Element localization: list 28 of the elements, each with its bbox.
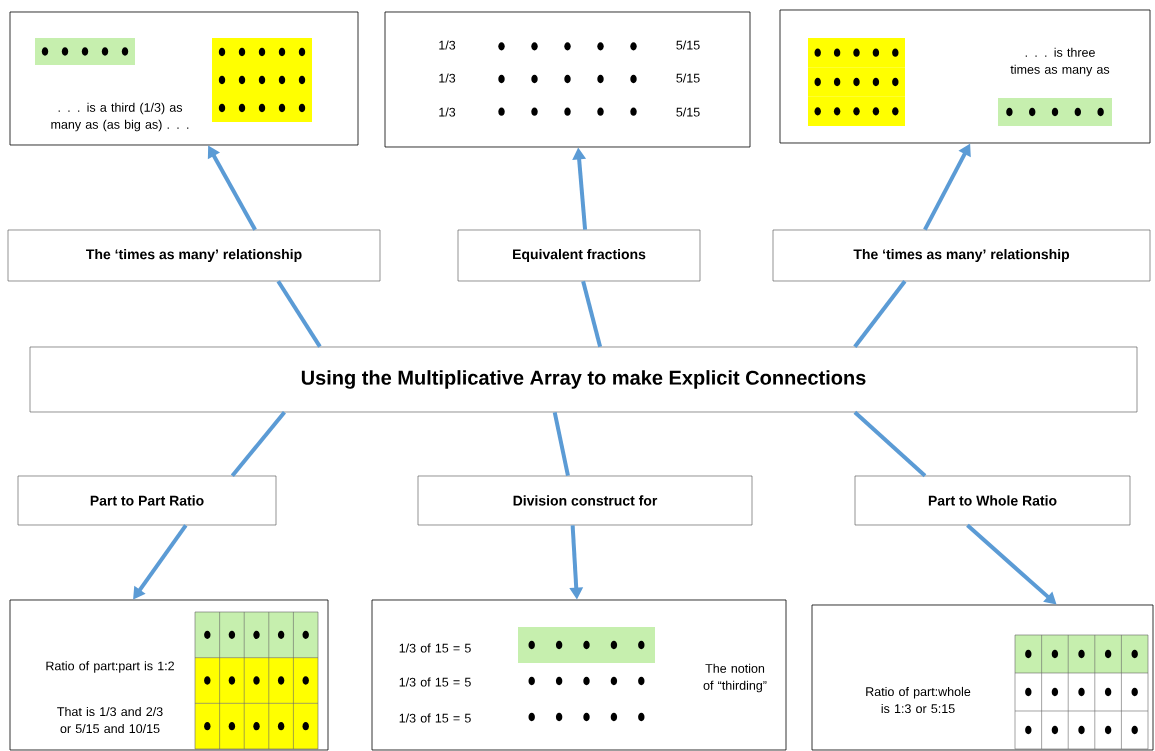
panel-text: 1/3 <box>439 40 456 50</box>
panel-text: 1/3 of 15 = 5 <box>399 643 471 653</box>
panel-text: Ratio of part:part is 1:2 <box>46 661 174 673</box>
connector-line <box>276 280 322 348</box>
connector-line <box>552 411 570 477</box>
panel-text: Ratio of part:whole is 1:3 or 5:15 <box>866 686 971 714</box>
panel-text: . . . is three times as many as <box>1010 47 1110 77</box>
label-box: Division construct for <box>417 475 753 526</box>
panel-text: That is 1/3 and 2/3 or 5/15 and 10/15 <box>57 706 163 734</box>
panel-text: 5/15 <box>676 40 700 50</box>
panel-text: 1/3 <box>439 73 456 83</box>
label-box: The ‘times as many’ relationship <box>7 229 381 282</box>
panel-text: 5/15 <box>676 107 700 117</box>
panel-text: 1/3 of 15 = 5 <box>399 677 471 687</box>
connector-line <box>853 280 907 348</box>
panel-text: 5/15 <box>676 73 700 83</box>
label-box: Equivalent fractions <box>457 229 701 282</box>
connector-line <box>581 280 603 348</box>
connector-line <box>853 410 927 478</box>
title-box: Using the Multiplicative Array to make Explicit Connections <box>29 346 1138 413</box>
label-box: Part to Part Ratio <box>17 475 277 526</box>
panel-text: . . . is a third (1/3) as many as (as big as) . . . <box>51 102 189 132</box>
connector-line <box>230 411 286 477</box>
label-box: Part to Whole Ratio <box>854 475 1131 526</box>
panel-text: 1/3 <box>439 107 456 117</box>
panel-text: 1/3 of 15 = 5 <box>399 713 471 723</box>
panel-text: The notion of “thirding” <box>703 663 767 693</box>
label-box: The ‘times as many’ relationship <box>772 229 1151 282</box>
